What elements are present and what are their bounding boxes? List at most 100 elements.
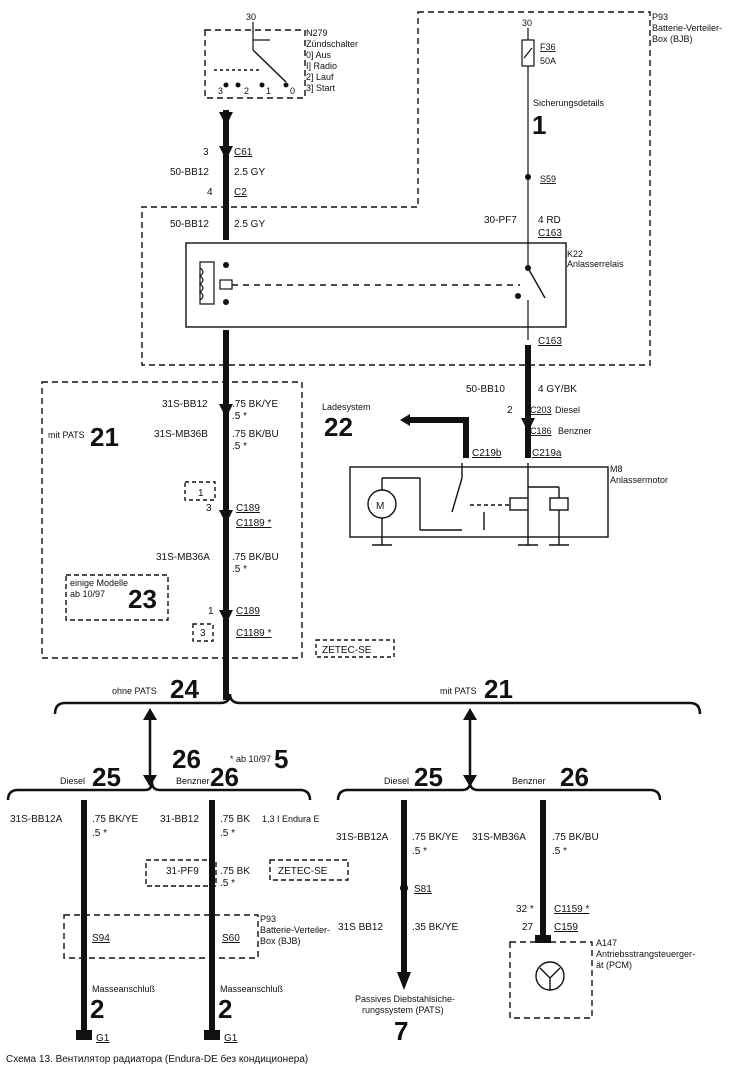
pin-1-label: 1 — [198, 488, 204, 499]
mit-pats-ref: 21 — [484, 674, 513, 704]
wire-75-bkye: .75 BK/YE — [232, 399, 278, 410]
wire-4rd: 4 RD — [538, 215, 561, 226]
bjb-name-1: Batterie-Verteiler- — [652, 23, 722, 33]
pcm-name-1: Antriebsstrangsteuerger- — [596, 949, 695, 959]
fuse-details: Sicherungsdetails — [533, 98, 605, 108]
wire-4-gybk: 4 GY/BK — [538, 384, 577, 395]
br-benzin-ref: 26 — [560, 762, 589, 792]
motor-label: M — [376, 501, 384, 512]
c203-label: C203 — [530, 405, 552, 415]
wire-50-bb12-2: 50-BB12 — [170, 219, 209, 230]
ignition-pin-30: 30 — [246, 12, 256, 22]
wire-spec-1: 2.5 GY — [234, 167, 265, 178]
ground-g1-a: G1 — [96, 1033, 110, 1044]
ignition-p2: 2 — [244, 86, 249, 96]
splice-s60: S60 — [222, 933, 240, 944]
ignition-p3: 3 — [218, 86, 223, 96]
pcm-name-2: ät (PCM) — [596, 960, 632, 970]
wire-30-pf7: 30-PF7 — [484, 215, 517, 226]
br-wire-31s-bb12a: 31S-BB12A — [336, 832, 389, 843]
wire-spec-2: 2.5 GY — [234, 219, 265, 230]
pin-3b: 3 — [200, 628, 206, 639]
bl-wire-pf-spec: .75 BK — [220, 866, 250, 877]
bl-benzin: Benzner — [176, 776, 210, 786]
pats-label: mit PATS — [48, 430, 85, 440]
bl-wire-bk: .75 BK — [220, 814, 250, 825]
bl-wire-note-2: .5 * — [220, 828, 235, 839]
pats-ref: 21 — [90, 422, 119, 452]
bl-bjb-1: Batterie-Verteiler- — [260, 925, 330, 935]
lade-ref: 22 — [324, 412, 353, 442]
bl-benzin-ref: 26 — [210, 762, 239, 792]
br-diesel-ref: 25 — [414, 762, 443, 792]
wire-note-3: .5 * — [232, 564, 247, 575]
c186-label: C186 — [530, 426, 552, 436]
br-wire-note-2: .5 * — [552, 846, 567, 857]
wire-50-bb10: 50-BB10 — [466, 384, 505, 395]
br-wire-spec: .75 BK/YE — [412, 832, 458, 843]
ignition-p0: 0 — [290, 86, 295, 96]
br-benzin: Benzner — [512, 776, 546, 786]
br-pin-32: 32 * — [516, 904, 534, 915]
starter-diesel: Diesel — [555, 405, 580, 415]
starter-relay-box — [185, 242, 567, 328]
zetec-box — [315, 639, 395, 658]
br-pats-2: rungssystem (PATS) — [362, 1005, 444, 1015]
bl-mass-1: Masseanschluß — [92, 984, 156, 994]
bl-wire-pf-note: .5 * — [220, 878, 235, 889]
ground-g1-b: G1 — [224, 1033, 238, 1044]
c61-pin: 3 — [203, 147, 209, 158]
pcm-code: A147 — [596, 938, 617, 948]
br-wire-31s-bb12: 31S BB12 — [338, 922, 383, 933]
starter-name: Anlassermotor — [610, 475, 668, 485]
c189-a: C189 — [236, 503, 260, 514]
bl-wire-31s-bb12a: 31S-BB12A — [10, 814, 63, 825]
c163-bottom: C163 — [538, 336, 562, 347]
fuse-label: F36 — [540, 42, 556, 52]
wire-31s-mb36a: 31S-MB36A — [156, 552, 210, 563]
ignition-name: Zündschalter — [306, 39, 358, 49]
some-models-1: einige Modelle — [70, 578, 128, 588]
c61-label: C61 — [234, 147, 253, 158]
ab-ref: 5 — [274, 744, 288, 774]
splice-s81: S81 — [414, 884, 432, 895]
br-wire-spec-2: .75 BK/BU — [552, 832, 599, 843]
c1189-b: C1189 * — [236, 628, 272, 639]
pin-3-label: 3 — [206, 503, 212, 514]
bjb-pin: 30 — [522, 18, 532, 28]
bjb-code: P93 — [652, 12, 668, 22]
ohne-pats-ref: 24 — [170, 674, 199, 704]
ref-26-mid: 26 — [172, 744, 201, 774]
c2-pin: 4 — [207, 187, 213, 198]
ignition-switch-box — [204, 29, 306, 99]
figure-caption: Схема 13. Вентилятор радиатора (Endura-D… — [6, 1053, 308, 1065]
c2-label: C2 — [234, 187, 247, 198]
splice-s59: S59 — [540, 174, 556, 184]
mit-pats: mit PATS — [440, 686, 477, 696]
c219b-label: C219b — [472, 448, 502, 459]
bl-p93: P93 — [260, 914, 276, 924]
c1159-label: C1159 * — [554, 904, 590, 915]
ab-10-97: * ab 10/97 — [230, 754, 271, 764]
bl-wire-31-bb12: 31-BB12 — [160, 814, 199, 825]
pcm-box — [509, 941, 593, 1019]
br-wire-note: .5 * — [412, 846, 427, 857]
bl-mass-2: Masseanschluß — [220, 984, 284, 994]
relay-name: Anlasserrelais — [567, 259, 624, 269]
starter-motor-box — [349, 466, 609, 538]
br-diesel: Diesel — [384, 776, 409, 786]
c203-pin: 2 — [507, 405, 513, 416]
bjb-box — [141, 11, 651, 366]
br-pats-1: Passives Diebstahlsiche- — [355, 994, 455, 1004]
some-models-2: ab 10/97 — [70, 589, 105, 599]
ignition-pos-2: 2] Lauf — [306, 72, 334, 82]
wire-note-2: .5 * — [232, 441, 247, 452]
br-wire-35-bkye: .35 BK/YE — [412, 922, 458, 933]
ignition-pos-1: I] Radio — [306, 61, 337, 71]
wire-50-bb12: 50-BB12 — [170, 167, 209, 178]
bl-ground-ref-1: 2 — [90, 994, 104, 1024]
wire-31s-mb36b: 31S-MB36B — [154, 429, 208, 440]
bl-diesel: Diesel — [60, 776, 85, 786]
bjb-box-bottom — [63, 914, 259, 959]
